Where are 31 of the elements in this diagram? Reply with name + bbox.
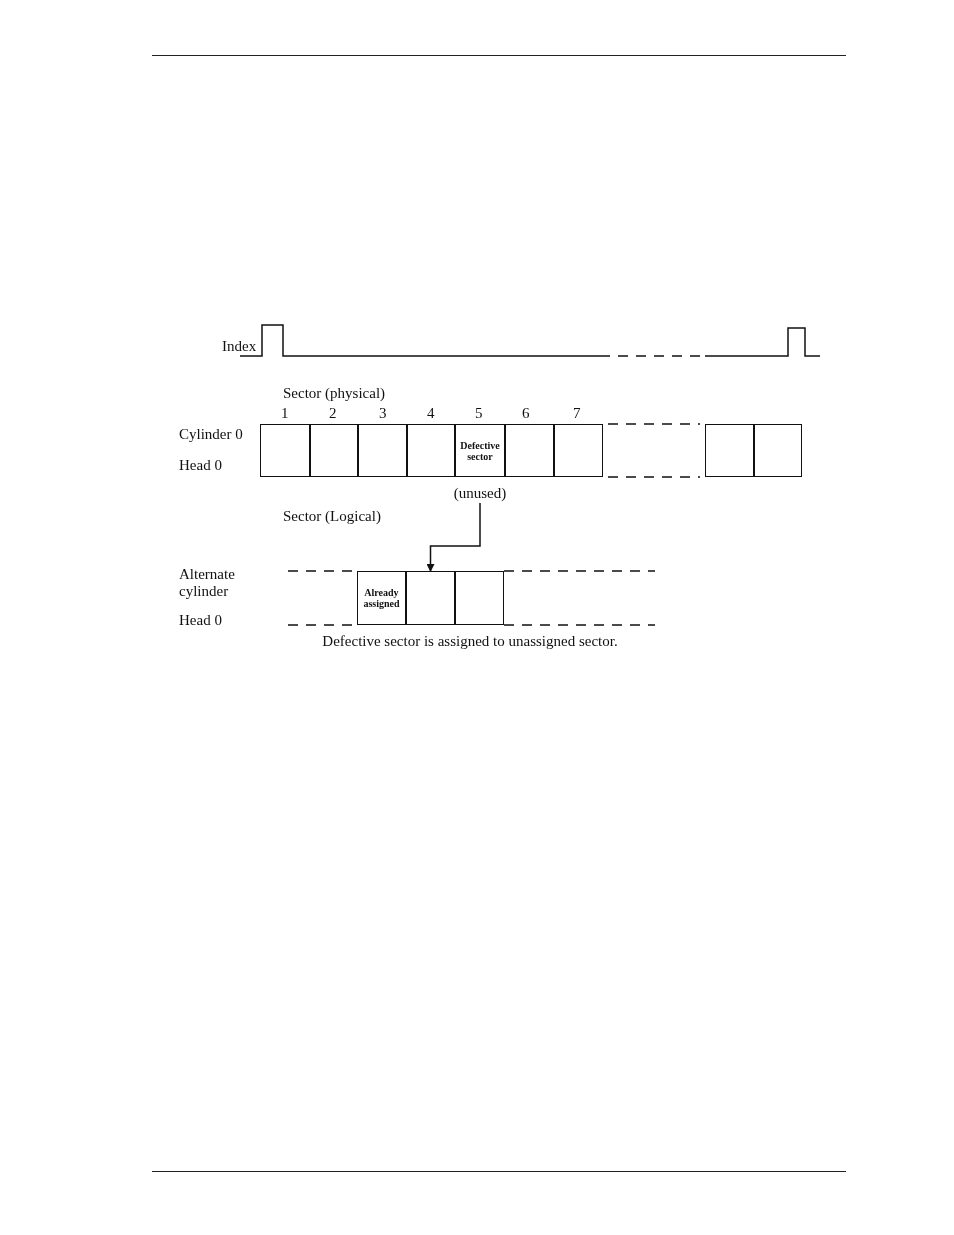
- arrow: [426, 502, 481, 572]
- unused-note: (unused): [453, 484, 507, 502]
- sector-cell: [357, 571, 406, 625]
- diagram-label: 3: [379, 405, 387, 423]
- diagram-label: 4: [427, 405, 435, 423]
- diagram-label: Sector (Logical): [283, 508, 381, 526]
- diagram-label: Sector (physical): [283, 385, 386, 403]
- sector-cell: [455, 424, 505, 477]
- empty-sector-cell: [406, 571, 455, 625]
- diagram-label: 6: [522, 405, 530, 423]
- empty-sector-cell: [358, 424, 407, 477]
- diagram-label: Head 0: [179, 612, 222, 630]
- diagram-label: 2: [329, 405, 337, 423]
- empty-sector-cell: [754, 424, 802, 477]
- diagram-label: 5: [475, 405, 483, 423]
- empty-sector-cell: [554, 424, 603, 477]
- empty-sector-cell: [455, 571, 504, 625]
- caption: Defective sector is assigned to unassigned sector.: [321, 633, 619, 650]
- diagram-label: 7: [573, 405, 581, 423]
- empty-sector-cell: [407, 424, 455, 477]
- diagram-label: 1: [281, 405, 289, 423]
- empty-sector-cell: [505, 424, 554, 477]
- empty-sector-cell: [310, 424, 358, 477]
- sector-note: Already assigned: [362, 587, 401, 609]
- diagram-label: Cylinder 0: [179, 426, 243, 444]
- diagram-label: Index: [222, 338, 257, 356]
- diagram-label: Head 0: [179, 457, 222, 475]
- sector-note: Defective sector: [459, 439, 501, 462]
- empty-sector-cell: [705, 424, 754, 477]
- diagram-label: Alternate cylinder: [179, 566, 236, 601]
- empty-sector-cell: [260, 424, 310, 477]
